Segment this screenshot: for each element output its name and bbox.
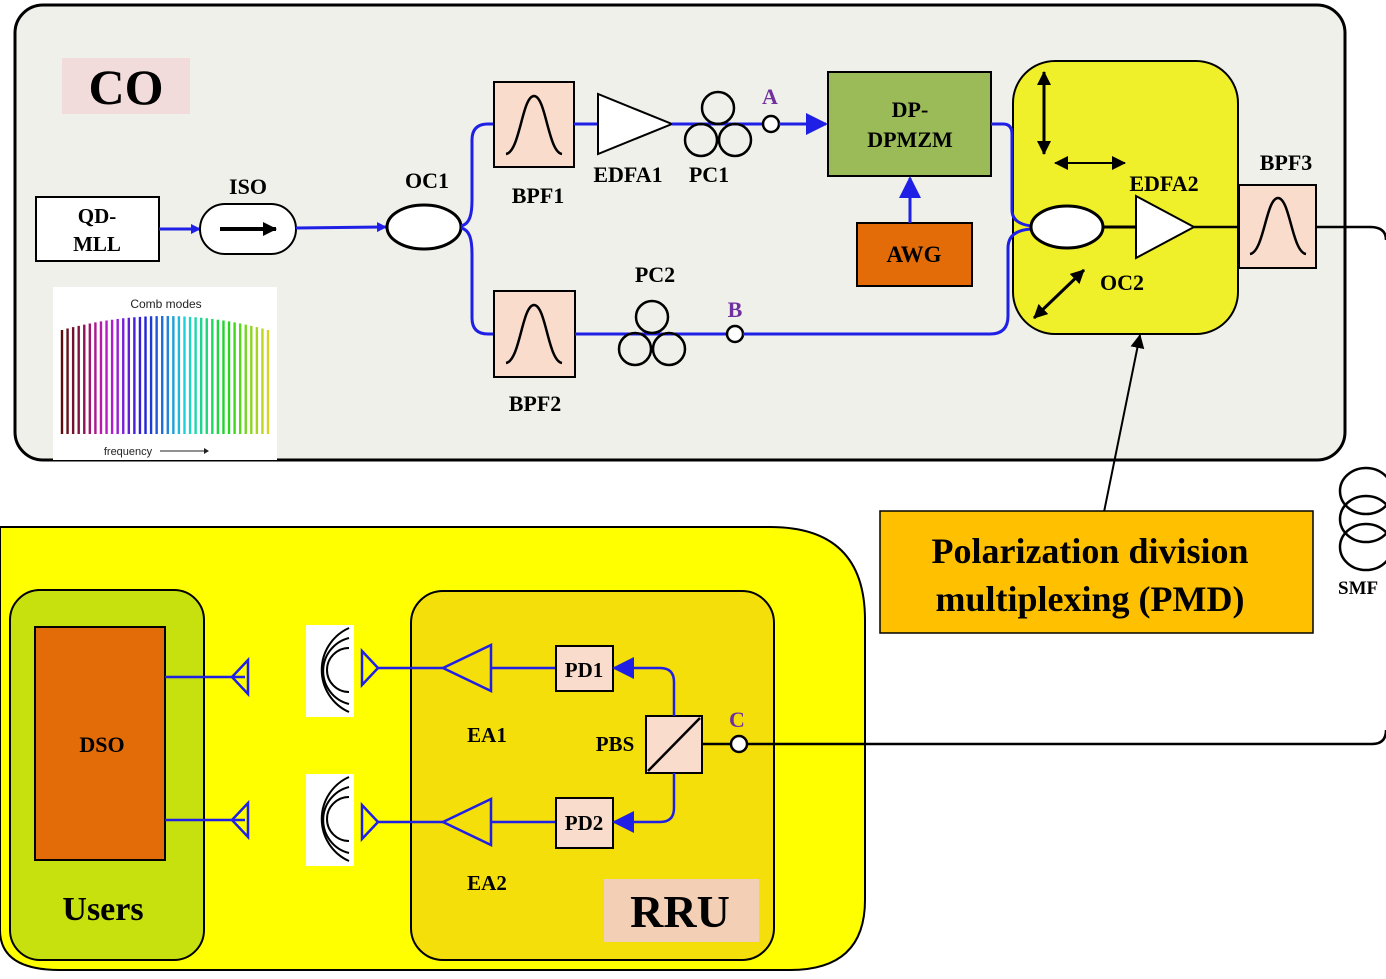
pc1-label: PC1 — [689, 162, 729, 187]
awg-generator — [856, 222, 973, 287]
pd2-label: PD2 — [565, 811, 604, 835]
ea2-label: EA2 — [467, 871, 507, 895]
tx-antenna-2-icon — [360, 801, 380, 843]
pbs-splitter-icon — [647, 717, 701, 772]
point-b-label: B — [728, 297, 743, 322]
fiber-dpmzm-oc2 — [991, 122, 1033, 228]
comb-lines — [60, 316, 270, 434]
rru-title: RRU — [630, 886, 730, 937]
qd-mll-label-1: QD- — [78, 204, 117, 228]
point-a-marker — [761, 114, 781, 134]
oc1-label: OC1 — [405, 168, 449, 193]
fiber-pbs-pd2 — [612, 773, 676, 833]
edfa2-amplifier-icon — [1135, 194, 1197, 260]
smf-spool-icon — [1338, 466, 1386, 572]
comb-modes-inset: Comb modes frequency — [53, 287, 277, 460]
tx-antenna-1-icon — [360, 647, 380, 689]
point-b-marker — [725, 324, 745, 344]
oc2-coupler — [1029, 204, 1105, 250]
pd1-label: PD1 — [565, 658, 604, 682]
pd2-box — [555, 797, 614, 849]
rru-title-bg — [604, 879, 759, 942]
dpmzm-label-2: DPMZM — [867, 127, 953, 152]
bpf2-label: BPF2 — [509, 391, 562, 416]
awg-label: AWG — [887, 242, 942, 267]
oc2-label: OC2 — [1100, 270, 1144, 295]
fiber-oc1-upper — [460, 122, 494, 228]
iso-label: ISO — [229, 174, 267, 199]
point-c-marker — [729, 734, 749, 754]
rx-antenna-2-icon — [230, 799, 250, 841]
edfa1-amplifier-icon — [597, 92, 675, 156]
pmd-callout-box — [879, 510, 1314, 634]
bpf1-filter-icon — [505, 94, 563, 156]
rx-antenna-1-icon — [230, 656, 250, 698]
edfa2-label: EDFA2 — [1129, 171, 1198, 196]
bpf3-label: BPF3 — [1260, 150, 1313, 175]
qd-mll-box — [35, 196, 160, 262]
pmd-callout-text-2: multiplexing (PMD) — [936, 579, 1245, 619]
pmd-callout-pointer — [1103, 334, 1145, 513]
dpmzm-label-1: DP- — [892, 97, 929, 122]
qd-mll-label-2: MLL — [73, 232, 121, 256]
dso-box — [34, 626, 166, 861]
comb-title: Comb modes — [130, 297, 201, 311]
point-a-label: A — [762, 84, 778, 109]
rru-block — [410, 590, 775, 961]
users-title: Users — [62, 891, 143, 928]
dso-label: DSO — [79, 732, 124, 757]
co-title: CO — [89, 59, 164, 115]
pc1-controller-icon — [683, 90, 753, 158]
fiber-b-oc2 — [743, 227, 1033, 336]
fiber-pbs-pd1 — [612, 657, 676, 716]
edfa1-label: EDFA1 — [593, 162, 662, 187]
fiber-iso-oc1 — [295, 222, 387, 233]
co-title-bg — [62, 58, 190, 114]
bpf3-filter — [1238, 184, 1317, 269]
oc1-coupler — [385, 203, 463, 251]
fiber-oc1-lower — [460, 226, 494, 336]
diagonal-polarization-icon — [1032, 268, 1086, 320]
dpmzm-modulator — [827, 71, 992, 177]
pbs-label: PBS — [596, 732, 635, 756]
bpf2-filter-icon — [505, 303, 563, 365]
pmd-callout-text-1: Polarization division — [931, 531, 1248, 571]
wireless-wave-1-icon — [306, 625, 354, 717]
bpf1-label: BPF1 — [512, 183, 565, 208]
bpf2-filter — [493, 290, 576, 378]
ea1-label: EA1 — [467, 723, 507, 747]
pc2-controller-icon — [617, 299, 687, 367]
point-c-label: C — [729, 707, 745, 732]
bpf3-filter-icon — [1249, 196, 1307, 256]
wireless-wave-2-icon — [306, 774, 354, 866]
smf-label: SMF — [1338, 578, 1378, 599]
bpf1-filter — [493, 81, 575, 168]
pc2-label: PC2 — [635, 262, 675, 287]
comb-axis-label: frequency — [104, 446, 153, 458]
